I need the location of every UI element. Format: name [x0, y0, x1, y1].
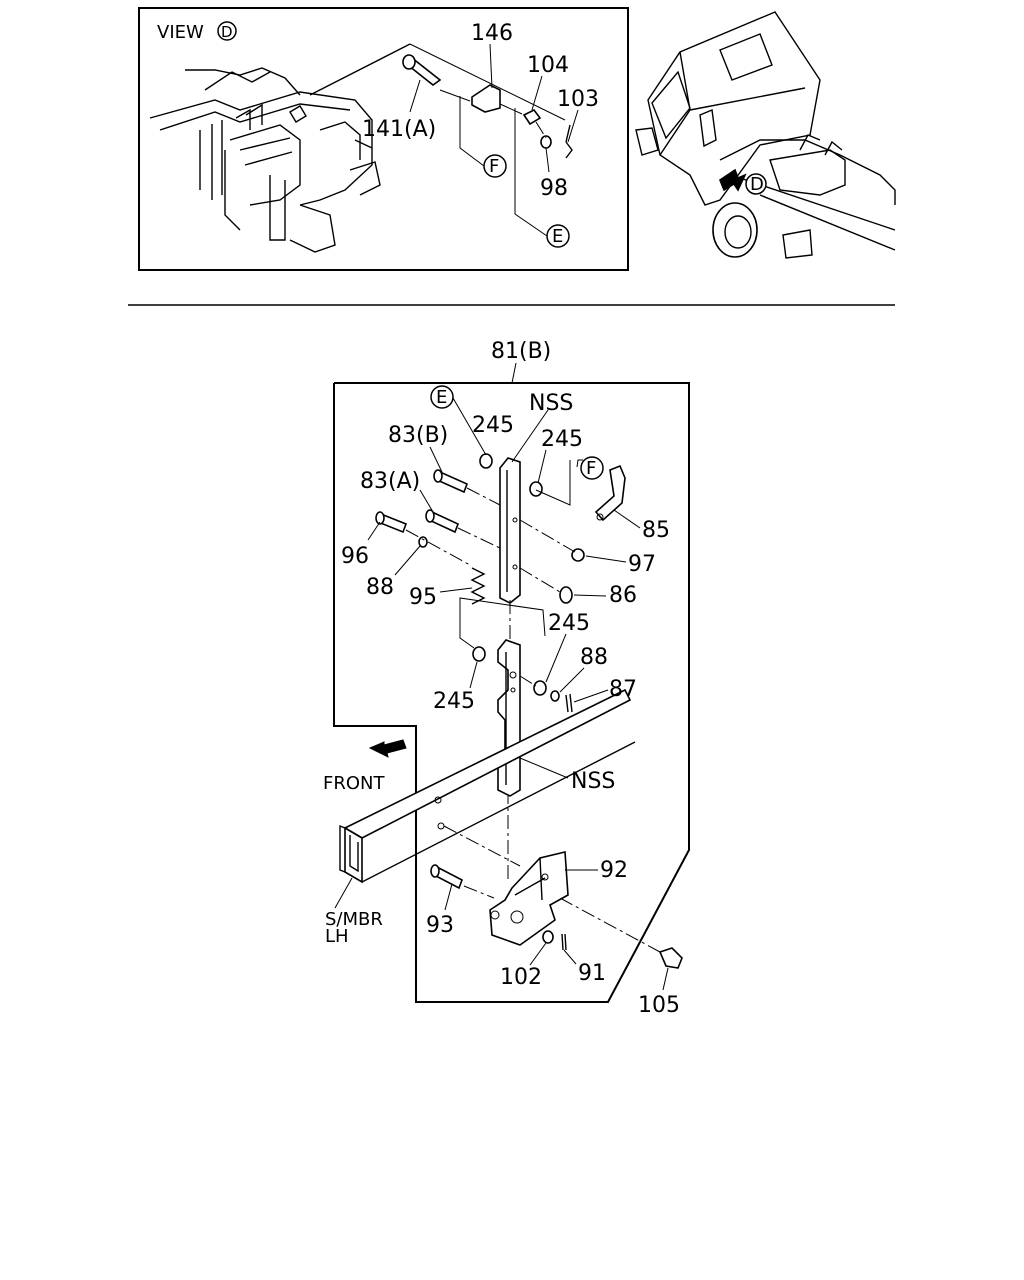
label-97: 97	[628, 552, 656, 577]
cotter-87	[565, 693, 573, 713]
label-93: 93	[426, 913, 454, 938]
washer-102	[542, 930, 554, 944]
bushing-245-a	[479, 453, 493, 469]
view-d-ref-e-circle	[546, 224, 570, 248]
label-nss-bottom: NSS	[571, 769, 615, 794]
main-ref-f: F	[586, 458, 596, 479]
label-245-d: 245	[433, 689, 475, 714]
label-smbr: S/MBR	[325, 909, 383, 930]
front-arrow	[368, 739, 407, 758]
label-245-b: 245	[541, 427, 583, 452]
view-d-ref-f: F	[489, 156, 499, 177]
callout-146: 146	[471, 21, 513, 46]
label-83a: 83(A)	[360, 469, 420, 494]
view-d-ref-f-circle	[483, 154, 507, 178]
truck-front-wheel	[712, 202, 758, 258]
label-front: FRONT	[323, 773, 385, 794]
label-96: 96	[341, 544, 369, 569]
main-ref-e: E	[436, 387, 447, 408]
bracket-146	[471, 84, 501, 113]
bolt-104	[522, 108, 542, 126]
view-d-ref-e: E	[552, 226, 563, 247]
label-nss-top: NSS	[529, 391, 573, 416]
truck-ref-d: D	[750, 174, 764, 195]
truck-sketch: D	[635, 11, 896, 259]
spring-95	[470, 567, 486, 605]
cotter-103	[565, 124, 573, 159]
side-member	[339, 688, 636, 884]
view-d-inset: VIEW D	[138, 7, 629, 271]
view-d-ref-circle	[217, 21, 237, 41]
label-95: 95	[409, 585, 437, 610]
main-leaders	[334, 397, 669, 991]
truck-roof-window	[719, 33, 773, 81]
lower-plate	[497, 639, 521, 797]
callout-104: 104	[527, 53, 569, 78]
view-direction-arrow	[719, 168, 747, 192]
bracket-92	[489, 851, 569, 946]
label-92: 92	[600, 858, 628, 883]
view-d-chassis-sketch	[149, 43, 411, 253]
washer-88-upper	[418, 536, 428, 548]
callout-98: 98	[540, 176, 568, 201]
label-88-lower: 88	[580, 645, 608, 670]
label-105: 105	[638, 993, 680, 1018]
label-86: 86	[609, 583, 637, 608]
view-d-ref: D	[221, 23, 233, 41]
label-88-upper: 88	[366, 575, 394, 600]
label-102: 102	[500, 965, 542, 990]
callout-103: 103	[557, 87, 599, 112]
assembly-label-81b: 81(B)	[491, 339, 551, 364]
upper-lever	[499, 457, 521, 604]
bushing-245-c	[472, 646, 486, 662]
ring-86	[559, 586, 573, 604]
washer-88-lower	[550, 690, 560, 702]
truck-ref-d-circle	[745, 173, 767, 195]
label-85: 85	[642, 518, 670, 543]
view-d-label: VIEW	[157, 22, 204, 43]
bushing-245-d	[533, 680, 547, 696]
label-245-a: 245	[472, 413, 514, 438]
callout-141a: 141(A)	[362, 117, 436, 142]
label-245-c: 245	[548, 611, 590, 636]
pin-91	[561, 933, 567, 951]
assembly-boundary	[333, 382, 690, 1003]
bushing-245-b	[529, 481, 543, 497]
main-assembly: 81(B)	[323, 339, 690, 1018]
label-87: 87	[609, 677, 637, 702]
view-d-frame	[138, 7, 629, 271]
label-91: 91	[578, 961, 606, 986]
bolt-105	[658, 947, 683, 969]
label-lh: LH	[325, 926, 349, 947]
label-83b: 83(B)	[388, 423, 448, 448]
main-ref-f-circle	[580, 456, 604, 480]
main-ref-e-circle	[430, 385, 454, 409]
lever-85	[594, 464, 626, 522]
view-d-leaders	[409, 43, 579, 237]
view-d-parts	[402, 43, 573, 159]
truck-windshield	[651, 70, 691, 140]
